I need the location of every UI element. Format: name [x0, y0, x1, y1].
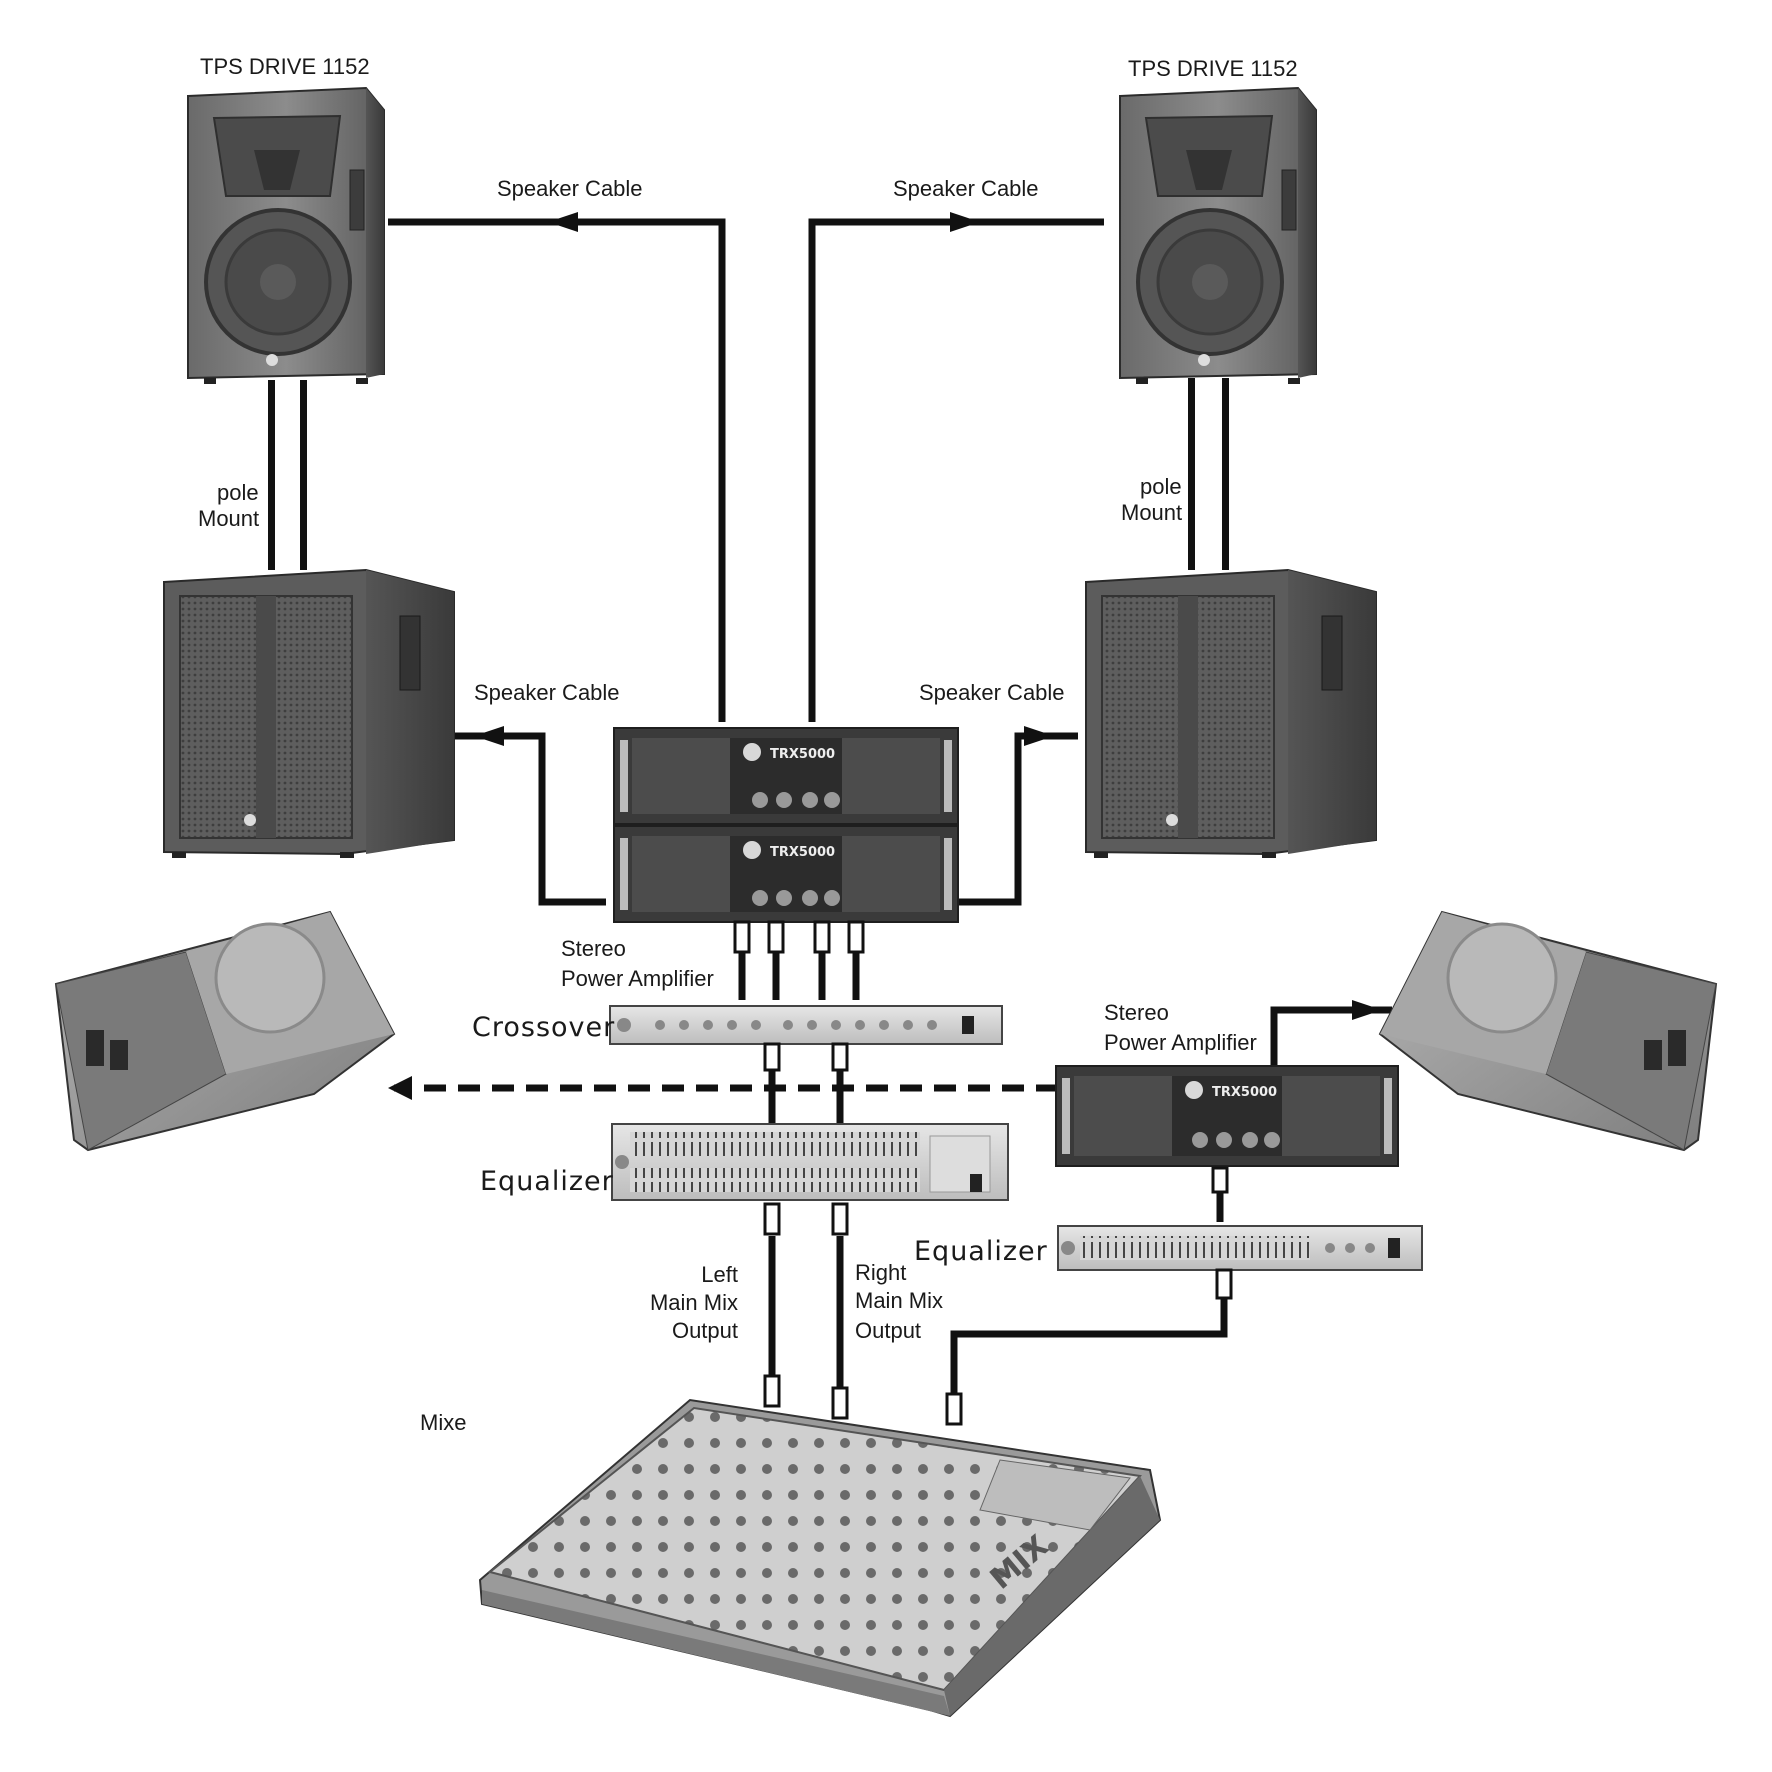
label-speaker-cable-top-right: Speaker Cable: [893, 176, 1039, 201]
label-left-out-1: Left: [701, 1262, 738, 1287]
label-amp-monitor-1: Stereo: [1104, 1000, 1169, 1025]
arrow-mid-right: [1024, 726, 1054, 746]
top-speaker-right: [1119, 86, 1317, 384]
arrow-right-wedge: [1352, 1000, 1382, 1020]
main-amplifier-2: TRX5000: [613, 825, 959, 923]
monitor-eq-mixer-cable: [950, 1298, 1228, 1396]
label-pole-right-1: pole: [1140, 474, 1182, 499]
monitor-wedge-left: [54, 910, 396, 1152]
label-pole-left-1: pole: [217, 480, 259, 505]
label-amp-main-2: Power Amplifier: [561, 966, 714, 991]
pole-mount-right: [1188, 378, 1229, 570]
label-speaker-cable-top-left: Speaker Cable: [497, 176, 643, 201]
label-amp-main-1: Stereo: [561, 936, 626, 961]
label-top-left-speaker: TPS DRIVE 1152: [200, 54, 370, 79]
speaker-cable-mid-left: [452, 732, 606, 906]
label-pole-left-2: Mount: [198, 506, 259, 531]
crossover-unit: [609, 1005, 1003, 1072]
label-amp-monitor-2: Power Amplifier: [1104, 1030, 1257, 1055]
monitor-amplifier-unit: TRX5000: [1055, 1065, 1399, 1194]
monitor-wedge-right: [1378, 910, 1718, 1152]
subwoofer-left: [163, 568, 455, 858]
arrow-left-wedge: [388, 1076, 412, 1100]
label-mixer: Mixe: [420, 1410, 466, 1435]
main-equalizer-unit: [611, 1123, 1009, 1236]
amp-badge-1: TRX5000: [770, 747, 835, 762]
amp-badge-3: TRX5000: [1212, 1085, 1277, 1100]
arrow-mid-left: [474, 726, 504, 746]
label-right-out-1: Right: [855, 1260, 906, 1285]
label-speaker-cable-mid-left: Speaker Cable: [474, 680, 620, 705]
label-pole-right-2: Mount: [1121, 500, 1182, 525]
label-equalizer-main: Equalizer: [480, 1166, 614, 1197]
subwoofer-right: [1085, 568, 1377, 858]
arrow-top-left: [548, 212, 578, 232]
monitor-equalizer-unit: [1057, 1225, 1423, 1300]
arrow-top-right: [950, 212, 980, 232]
label-left-out-2: Main Mix: [650, 1290, 738, 1315]
speaker-cable-top-left: [388, 218, 726, 722]
main-amplifier-stack: TRX5000 TRX5000: [613, 727, 959, 954]
mixer-console: MIX: [478, 1374, 1162, 1718]
monitor-amp-right-wedge-cable: [1270, 1006, 1392, 1066]
labels: TPS DRIVE 1152 TPS DRIVE 1152 Speaker Ca…: [198, 54, 1298, 1435]
label-left-out-3: Output: [672, 1318, 738, 1343]
speaker-cable-top-right: [808, 218, 1104, 722]
label-speaker-cable-mid-right: Speaker Cable: [919, 680, 1065, 705]
pole-mount-left: [268, 380, 307, 570]
amp-output-connectors: [733, 920, 865, 954]
label-right-out-2: Main Mix: [855, 1288, 943, 1313]
speaker-cable-mid-right: [958, 732, 1078, 906]
top-speaker-left: [187, 86, 385, 384]
label-equalizer-monitor: Equalizer: [914, 1236, 1048, 1267]
label-top-right-speaker: TPS DRIVE 1152: [1128, 56, 1298, 81]
amp-badge-2: TRX5000: [770, 845, 835, 860]
label-crossover: Crossover: [472, 1012, 615, 1043]
main-amplifier-1: TRX5000: [613, 727, 959, 825]
label-right-out-3: Output: [855, 1318, 921, 1343]
